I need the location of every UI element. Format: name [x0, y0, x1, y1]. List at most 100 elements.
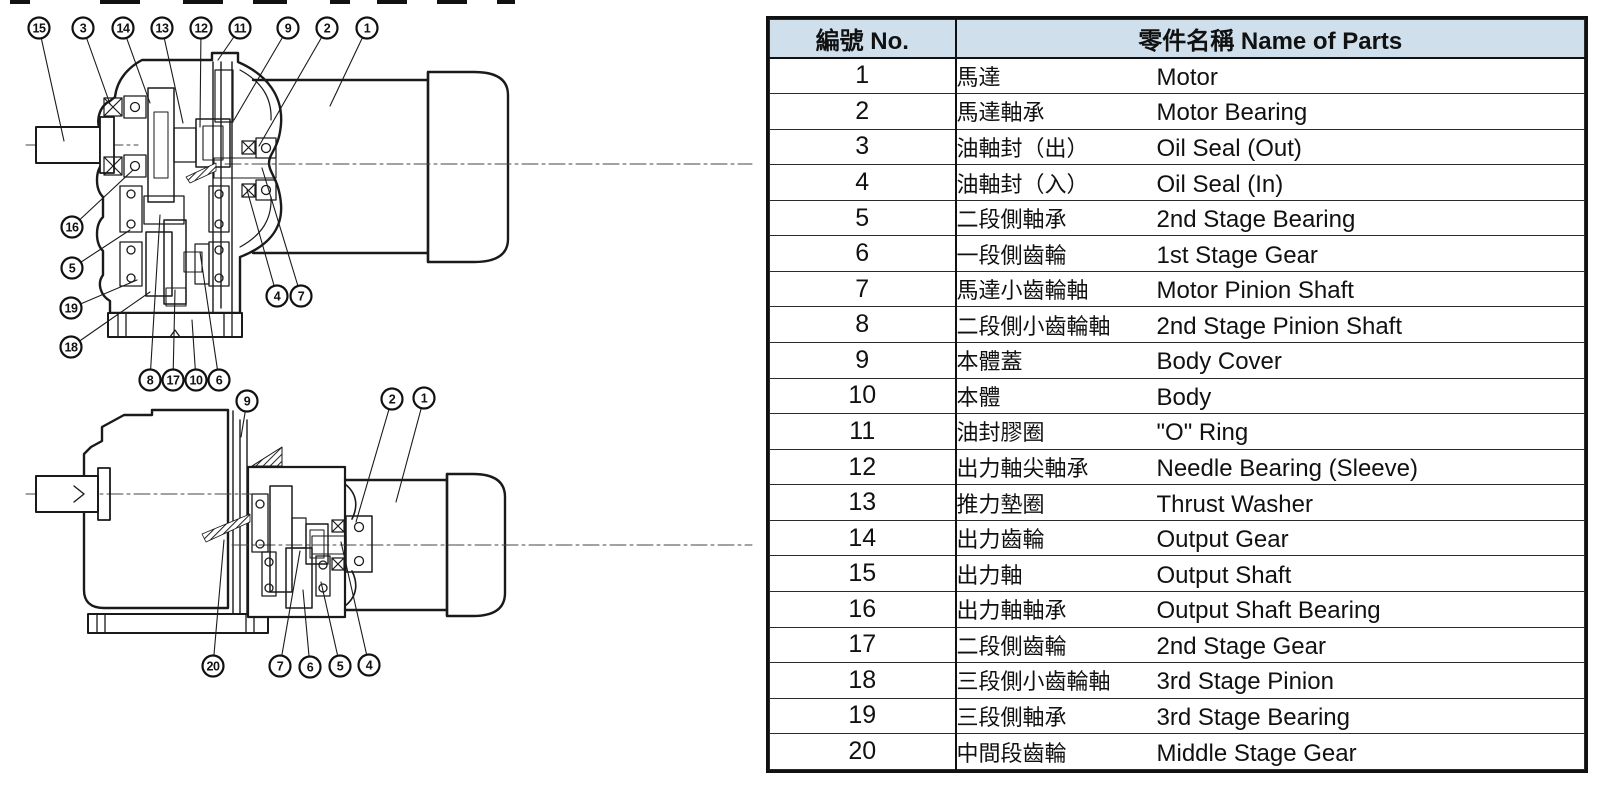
part-name-en: Oil Seal (Out)	[1156, 134, 1302, 162]
motor-end-cap	[426, 70, 510, 264]
part-number: 15	[769, 555, 957, 592]
part-number: 11	[769, 413, 957, 450]
part-number: 9	[769, 342, 957, 379]
leader-line	[82, 27, 111, 105]
body-cover	[212, 61, 234, 314]
leader-line	[149, 214, 161, 381]
part-name-en: Body	[1156, 383, 1212, 411]
part-name-zh: 三段側小齒輪軸	[956, 669, 1111, 695]
callout-circle	[138, 368, 162, 392]
callout-circle	[289, 284, 313, 308]
leader-line	[233, 27, 289, 121]
callout-circle	[207, 368, 231, 392]
callout-9: 9	[235, 389, 259, 438]
leader-line	[320, 581, 341, 667]
part-name-en: Output Shaft	[1156, 561, 1292, 589]
part-name-zh: 二段側小齒輪軸	[956, 313, 1111, 339]
callout-circle	[235, 389, 259, 413]
leader-line	[340, 541, 370, 666]
part-name-zh: 油封膠圈	[956, 420, 1045, 446]
callout-circle	[315, 16, 339, 40]
part-number: 16	[769, 590, 957, 628]
callout-circle	[380, 387, 404, 411]
callout-number: 2	[324, 22, 331, 36]
part-name-en: 2nd Stage Bearing	[1156, 206, 1356, 234]
callout-12: 12	[189, 16, 213, 128]
cropped-text-artifact	[10, 0, 515, 4]
part-name-cell: 二段側軸承 2nd Stage Bearing	[955, 199, 1585, 237]
output-shaft	[35, 467, 111, 521]
callout-number: 3	[80, 22, 87, 36]
part-number: 10	[769, 377, 957, 415]
part-name-en: Thrust Washer	[1156, 490, 1313, 518]
callout-number: 13	[156, 22, 169, 36]
part-name-en: Needle Bearing (Sleeve)	[1156, 455, 1418, 483]
callout-19: 19	[59, 279, 138, 320]
oil-seal-icon	[331, 519, 345, 571]
part-name-zh: 中間段齒輪	[956, 740, 1067, 766]
part-name-zh: 馬達軸承	[956, 100, 1045, 126]
leader-line	[261, 167, 302, 297]
motor-body	[343, 472, 449, 618]
leader-line	[38, 27, 65, 142]
part-name-zh: 馬達	[956, 64, 1001, 90]
oil-seal-icon	[103, 97, 256, 198]
callout-4: 4	[340, 541, 381, 677]
col-header-name: 零件名稱 Name of Parts	[955, 19, 1585, 59]
mounting-feet	[107, 312, 243, 338]
callout-circle	[201, 654, 225, 678]
callout-7: 7	[268, 550, 301, 678]
callout-6: 6	[298, 589, 322, 679]
motor-body	[251, 70, 430, 264]
part-name-en: Motor Pinion Shaft	[1156, 277, 1354, 305]
callout-number: 19	[65, 302, 78, 316]
part-number: 18	[769, 662, 957, 699]
part-name-cell: 油軸封（出）Oil Seal (Out)	[955, 128, 1585, 166]
callout-2: 2	[355, 387, 404, 523]
part-name-en: 3rd Stage Bearing	[1156, 703, 1350, 731]
callout-number: 15	[33, 22, 46, 36]
mounting-feet	[87, 613, 269, 634]
callout-1: 1	[395, 386, 436, 503]
callout-18: 18	[59, 291, 151, 359]
part-name-zh: 二段側軸承	[956, 207, 1067, 233]
part-number: 20	[769, 733, 957, 770]
callout-number: 18	[65, 341, 78, 355]
callout-number: 12	[195, 22, 208, 36]
col-header-no: 編號 No.	[769, 19, 957, 59]
pinion-wedge	[185, 162, 217, 184]
callout-circle	[228, 16, 252, 40]
callout-circle	[412, 386, 436, 410]
callout-number: 7	[298, 290, 305, 304]
gear-train	[269, 485, 347, 609]
callout-circle	[150, 16, 174, 40]
leader-line	[395, 397, 425, 503]
leader-line	[329, 27, 368, 107]
callout-number: 17	[167, 374, 180, 388]
parts-table-header-row: 編號 No. 零件名稱 Name of Parts	[769, 19, 1585, 59]
callout-number: 20	[207, 660, 220, 674]
callout-circle	[265, 284, 289, 308]
callout-circle	[59, 335, 83, 359]
leader-line	[246, 189, 278, 297]
callout-17: 17	[161, 289, 185, 392]
callout-2: 2	[258, 16, 339, 147]
